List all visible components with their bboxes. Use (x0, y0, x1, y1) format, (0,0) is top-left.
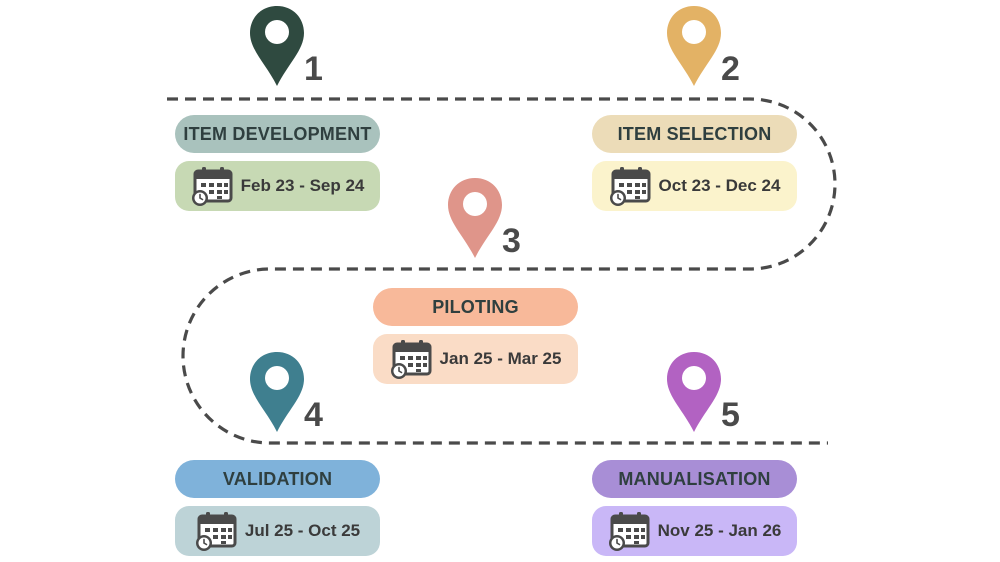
location-pin-icon (664, 350, 724, 434)
location-pin-icon (664, 4, 724, 88)
calendar-clock-icon (607, 510, 650, 552)
stage-number: 3 (502, 222, 521, 260)
stage-number: 2 (721, 50, 740, 88)
location-pin-icon (247, 4, 307, 88)
stage-title: ITEM DEVELOPMENT (175, 115, 380, 153)
stage-title: PILOTING (373, 288, 578, 326)
stage-dates-text: Jul 25 - Oct 25 (244, 521, 361, 540)
stage-number: 4 (304, 396, 323, 434)
stage-dates: Jan 25 - Mar 25 (373, 334, 578, 384)
location-pin-icon (445, 176, 505, 260)
stage-dates-text: Jan 25 - Mar 25 (439, 349, 562, 368)
stage-title: ITEM SELECTION (592, 115, 797, 153)
stage-dates: Nov 25 - Jan 26 (592, 506, 797, 556)
stage-dates: Oct 23 - Dec 24 (592, 161, 797, 211)
location-pin-icon (247, 350, 307, 434)
calendar-clock-icon (389, 338, 432, 380)
stage-dates-text: Oct 23 - Dec 24 (658, 176, 781, 195)
stage-title: VALIDATION (175, 460, 380, 498)
calendar-clock-icon (608, 165, 651, 207)
stage-dates: Jul 25 - Oct 25 (175, 506, 380, 556)
stage-number: 1 (304, 50, 323, 88)
stage-dates-text: Nov 25 - Jan 26 (657, 521, 782, 540)
stage-number: 5 (721, 396, 740, 434)
calendar-clock-icon (190, 165, 233, 207)
stage-title: MANUALISATION (592, 460, 797, 498)
stage-dates-text: Feb 23 - Sep 24 (240, 176, 365, 195)
calendar-clock-icon (194, 510, 237, 552)
stage-dates: Feb 23 - Sep 24 (175, 161, 380, 211)
